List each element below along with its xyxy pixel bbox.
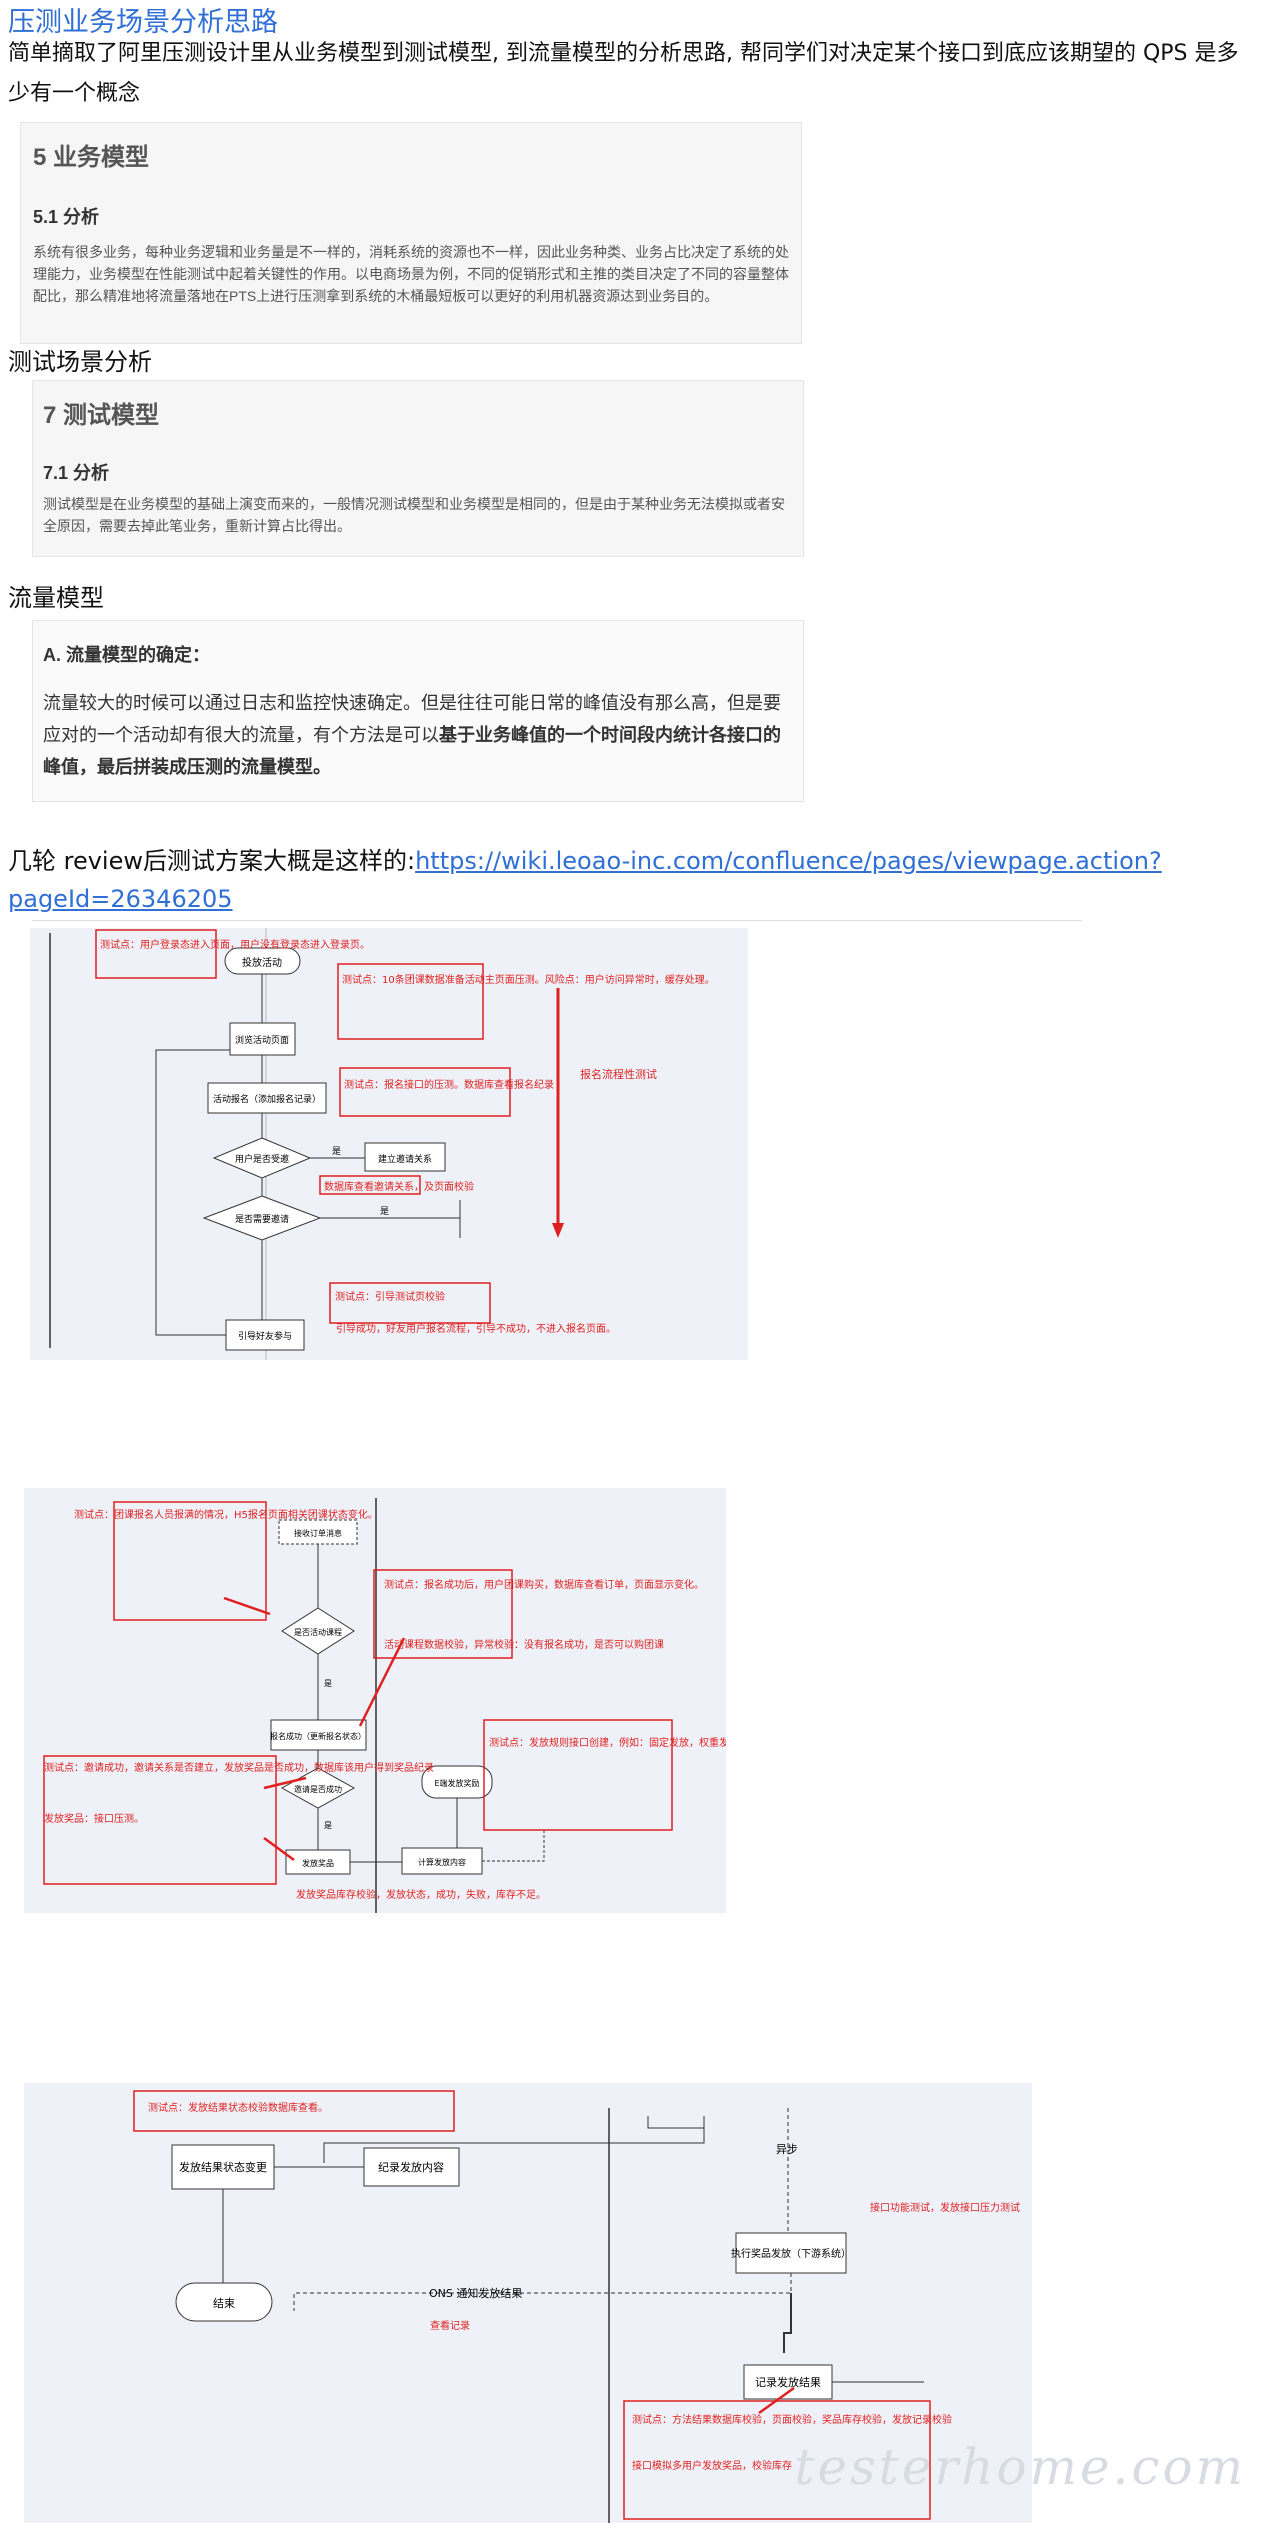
annotation-note: 接口功能测试，发放接口压力测试	[870, 2201, 1020, 2214]
traffic-heading: 流量模型	[8, 584, 104, 612]
annotation-note: 发放奖品库存校验，发放状态，成功，失败，库存不足。	[296, 1888, 546, 1901]
node-label: 引导好友参与	[238, 1330, 292, 1342]
node-label: 接收订单消息	[294, 1528, 342, 1538]
node-label: 纪录发放内容	[378, 2160, 444, 2174]
test-model-subheading: 7.1 分析	[43, 463, 110, 483]
edge-label: ONS 通知发放结果	[429, 2286, 522, 2300]
node-label: 用户是否受邀	[235, 1153, 289, 1165]
business-model-heading: 5 业务模型	[33, 144, 150, 171]
edge-label: 异步	[776, 2143, 798, 2156]
node-label: 投放活动	[242, 956, 282, 969]
node-label: 执行奖品发放（下游系统）	[731, 2247, 851, 2260]
node-label: E端发放奖励	[434, 1778, 479, 1788]
page-title[interactable]: 压测业务场景分析思路	[8, 7, 278, 38]
edge-label: 是	[380, 1206, 389, 1217]
intro-paragraph: 简单摘取了阿里压测设计里从业务模型到测试模型, 到流量模型的分析思路, 帮同学们…	[8, 41, 1239, 106]
node-label: 建立邀请关系	[378, 1153, 432, 1165]
annotation-note: 测试点：发放结果状态校验数据库查看。	[148, 2101, 328, 2114]
annotation-note: 查看记录	[430, 2319, 470, 2332]
annotation-note: 测试点：方法结果数据库校验，页面校验，奖品库存校验，发放记录校验	[632, 2413, 952, 2426]
node-label: 记录发放结果	[755, 2375, 821, 2389]
node-label: 活动报名（添加报名记录）	[213, 1093, 321, 1105]
node-label: 发放奖品	[302, 1858, 334, 1868]
scenario-heading: 测试场景分析	[8, 348, 152, 376]
business-model-subheading: 5.1 分析	[33, 207, 100, 227]
edge-label: 是	[324, 1821, 332, 1830]
business-model-text: 系统有很多业务，每种业务逻辑和业务量是不一样的，消耗系统的资源也不一样，因此业务…	[33, 244, 789, 304]
annotation-note: 活动课程数据校验，异常校验：没有报名成功，是否可以购团课	[384, 1638, 664, 1651]
traffic-model-text: 流量较大的时候可以通过日志和监控快速确定。但是往往可能日常的峰值没有那么高，但是…	[43, 687, 793, 783]
traffic-model-subheading: A. 流量模型的确定：	[43, 645, 211, 665]
annotation-note: 测试点：引导测试页校验	[335, 1290, 445, 1303]
wiki-link[interactable]: https://wiki.leoao-inc.com/confluence/pa…	[8, 847, 1162, 913]
edge-label: 是	[324, 1679, 332, 1688]
node-label: 是否活动课程	[294, 1627, 342, 1637]
traffic-model-text-a: 流量较大的时候可以通过日志和监控快速确定。但是往往可能日常的峰值没有那么高，但是…	[43, 693, 781, 745]
annotation-note: 测试点：邀请成功，邀请关系是否建立，发放奖品是否成功，数据库该用户得到奖品纪录	[44, 1761, 434, 1774]
test-model-image: 7 测试模型 7.1 分析 测试模型是在业务模型的基础上演变而来的，一般情况测试…	[32, 380, 804, 557]
annotation-note: 测试点：报名成功后，用户团课购买，数据库查看订单，页面显示变化。	[384, 1578, 704, 1591]
traffic-model-text-b: 基于业务峰值的一个时间段内统计各接口的峰值，最后拼装成压测的流量模型。	[43, 725, 781, 777]
annotation-note: 测试点：用户登录态进入页面，用户没有登录态进入登录页。	[100, 938, 370, 951]
business-model-image: 5 业务模型 5.1 分析 系统有很多业务，每种业务逻辑和业务量是不一样的，消耗…	[20, 122, 802, 344]
node-label: 计算发放内容	[418, 1857, 466, 1867]
annotation-note: 测试点：10条团课数据准备活动主页面压测。风险点：用户访问异常时，缓存处理。	[342, 973, 715, 986]
annotation-note: 引导成功，好友用户报名流程，引导不成功，不进入报名页面。	[336, 1322, 616, 1335]
divider	[32, 920, 1082, 921]
flow-diagram-reward: 接收订单消息 是否活动课程 报名成功（更新报名状态） 邀请是否成功 是 发放奖品…	[24, 1488, 726, 1913]
test-model-text: 测试模型是在业务模型的基础上演变而来的，一般情况测试模型和业务模型是相同的，但是…	[43, 496, 785, 534]
side-label: 报名流程性测试	[580, 1067, 657, 1081]
node-label: 邀请是否成功	[294, 1784, 342, 1794]
annotation-note: 测试点：团课报名人员报满的情况，H5报名页面相关团课状态变化。	[74, 1508, 378, 1521]
flow-diagram-result: 纪录发放内容 发放结果状态变更 结束 异步 执行奖品发放（下游系统） ONS 通…	[24, 2083, 1032, 2523]
annotation-note: 发放奖品：接口压测。	[44, 1812, 144, 1825]
flow-diagram-registration: 投放活动 浏览活动页面 活动报名（添加报名记录） 用户是否受邀 是 建立邀请关系…	[30, 928, 748, 1360]
watermark: testerhome.com	[794, 2438, 1246, 2496]
node-label: 是否需要邀请	[235, 1213, 289, 1225]
annotation-note: 测试点：报名接口的压测。数据库查看报名纪录	[344, 1078, 554, 1091]
annotation-note: 接口模拟多用户发放奖品，校验库存	[632, 2459, 792, 2472]
node-label: 结束	[213, 2297, 235, 2310]
annotation-note: 数据库查看邀请关系，及页面校验	[324, 1180, 474, 1193]
node-label: 发放结果状态变更	[179, 2160, 267, 2174]
traffic-model-image: A. 流量模型的确定： 流量较大的时候可以通过日志和监控快速确定。但是往往可能日…	[32, 620, 804, 802]
node-label: 浏览活动页面	[235, 1034, 289, 1046]
wiki-prefix: 几轮 review后测试方案大概是这样的:	[8, 847, 416, 875]
annotation-note: 测试点：发放规则接口创建，例如：固定发放，权重发放。	[489, 1736, 726, 1749]
wiki-line: 几轮 review后测试方案大概是这样的:https://wiki.leoao-…	[8, 842, 1248, 918]
test-model-heading: 7 测试模型	[43, 402, 160, 429]
edge-label: 是	[332, 1146, 341, 1157]
node-label: 报名成功（更新报名状态）	[270, 1731, 366, 1741]
